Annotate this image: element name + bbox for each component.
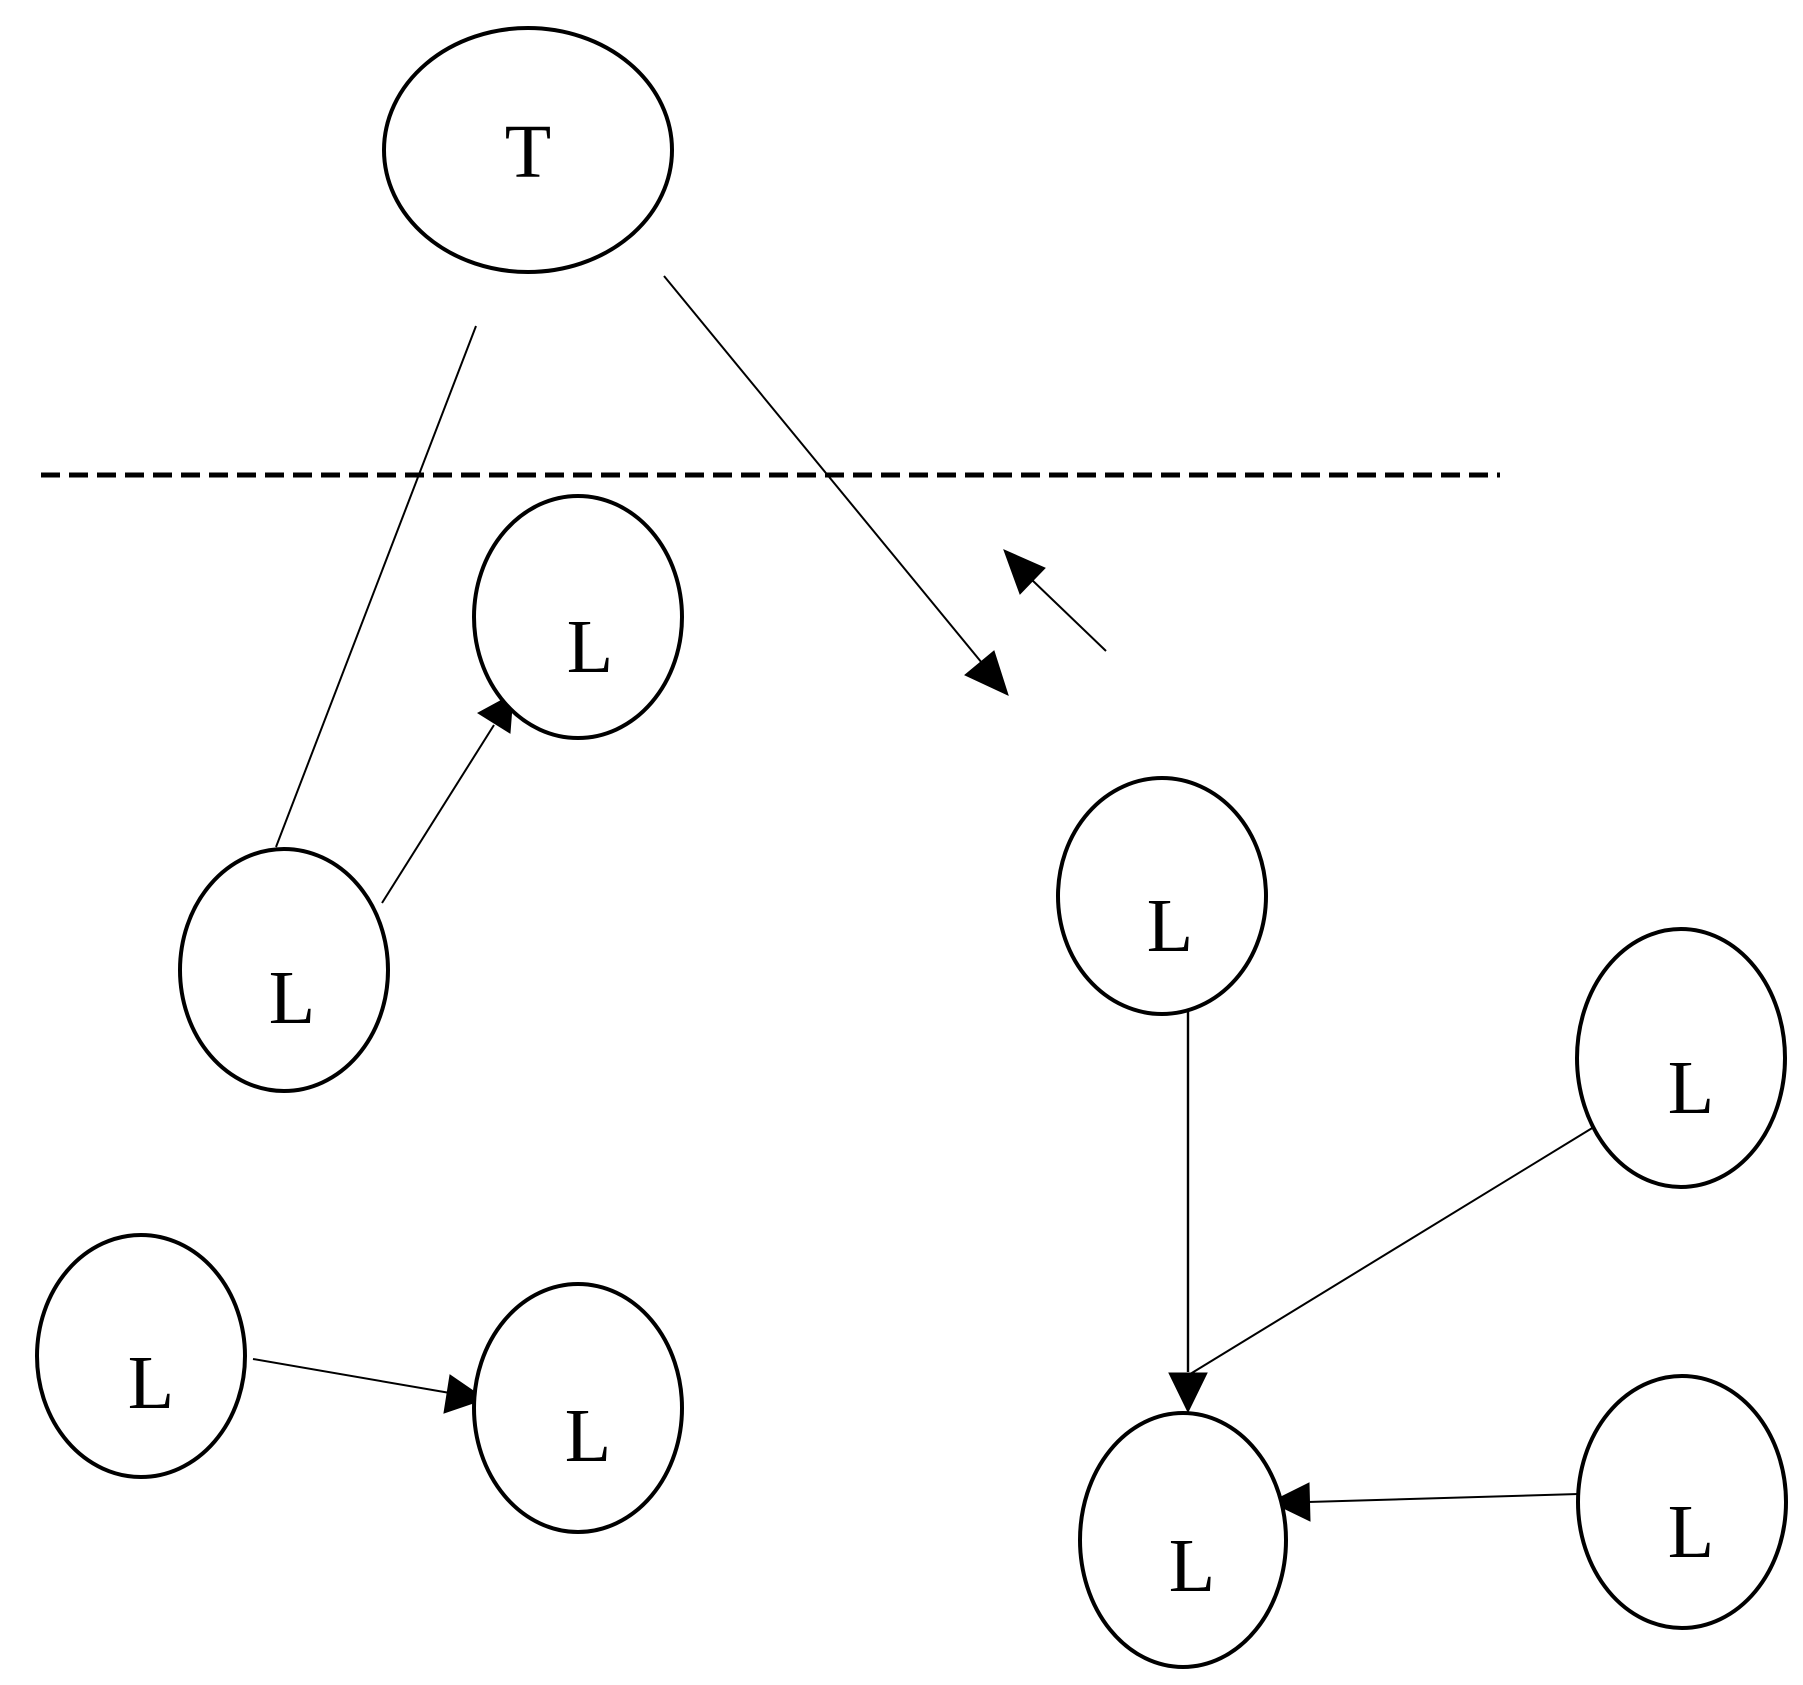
edge-return-arrow: [1030, 578, 1107, 652]
node-l-right-far-label: L: [1668, 1046, 1714, 1130]
node-l-right-mid-label: L: [1147, 884, 1193, 968]
arrowhead-down-right: [964, 650, 1009, 696]
edge-left-l-to-upper-l: [381, 724, 495, 904]
edge-bottom-left-pair: [252, 1358, 451, 1394]
node-t-top: T: [382, 26, 674, 274]
arrowhead-up-left: [1003, 549, 1046, 595]
node-l-upper-mid: L: [472, 494, 684, 740]
node-l-bottom-left: L: [35, 1233, 247, 1479]
node-l-bottom-right-center-label: L: [1169, 1524, 1215, 1608]
node-l-bottom-right-far: L: [1576, 1374, 1788, 1630]
arrowhead-to-bottom-right-center: [1269, 1482, 1311, 1522]
node-l-bottom-left-center-label: L: [565, 1394, 611, 1478]
node-l-left-mid-label: L: [269, 956, 315, 1040]
edge-double-diagonal: [1181, 1099, 1639, 1380]
arrowhead-to-bottom-left-center-l: [443, 1374, 487, 1414]
node-l-left-mid: L: [178, 847, 390, 1093]
node-l-right-far: L: [1575, 927, 1787, 1189]
edge-t-to-left-l: [275, 325, 477, 848]
node-t-top-label: T: [505, 110, 551, 194]
node-l-bottom-right-center: L: [1078, 1411, 1288, 1669]
node-l-bottom-left-label: L: [128, 1341, 174, 1425]
node-l-right-mid: L: [1056, 776, 1268, 1016]
node-l-bottom-right-far-label: L: [1668, 1490, 1714, 1574]
node-l-bottom-left-center: L: [472, 1282, 684, 1534]
edge-bottom-right-far-to-center: [1307, 1492, 1613, 1503]
edge-t-to-right-arrow: [663, 275, 983, 664]
arrowhead-down-to-bottom-right-center: [1168, 1372, 1208, 1414]
node-l-upper-mid-label: L: [567, 605, 613, 689]
